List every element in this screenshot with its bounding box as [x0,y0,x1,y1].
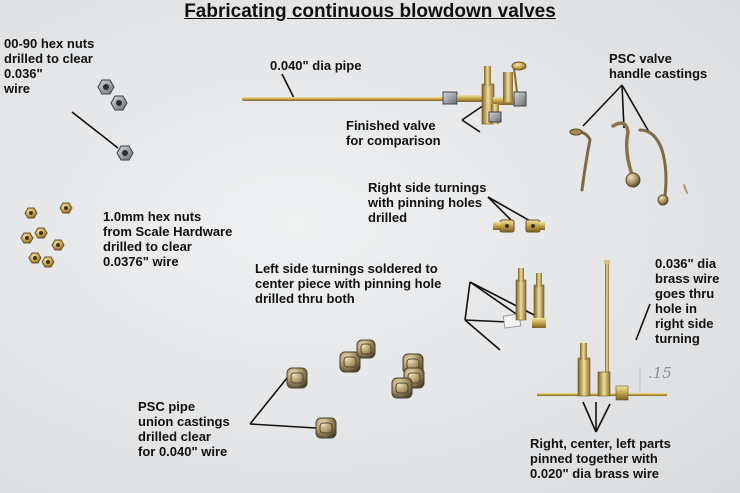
leader-lines [71,73,651,433]
label-line: Right side turnings [368,180,487,195]
label-line: 00-90 hex nuts [4,36,95,51]
label-line: center piece with pinning hole [255,276,442,291]
label-pipe: 0.040" dia pipe [270,58,361,73]
label-brass-wire: 0.036" dia brass wire goes thru hole in … [655,256,719,346]
label-line: handle castings [609,66,708,81]
label-line: 1.0mm hex nuts [103,209,202,224]
label-line: 0.0376" wire [103,254,179,269]
label-hex-nuts-0090: 00-90 hex nuts drilled to clear 0.036" w… [4,36,94,96]
label-line: Right, center, left parts [530,436,671,451]
label-line: 0.036" dia [655,256,717,271]
label-line: PSC pipe [138,399,196,414]
label-line: drilled to clear [4,51,93,66]
label-line: pinned together with [530,451,658,466]
label-line: drilled thru both [255,291,355,306]
label-psc-handle: PSC valve handle castings [609,51,707,81]
label-finished-valve: Finished valve for comparison [346,118,441,148]
left-side-turnings [502,268,546,329]
label-line: goes thru [655,286,715,301]
label-pipe-union: PSC pipe union castings drilled clear fo… [138,399,230,459]
label-line: right side [655,316,714,331]
label-line: Finished valve [346,118,436,133]
label-pinned-parts: Right, center, left parts pinned togethe… [530,436,671,481]
label-right-turnings: Right side turnings with pinning holes d… [368,180,486,225]
label-line: 0.036" [4,66,43,81]
label-line: union castings [138,414,230,429]
label-line: PSC valve [609,51,672,66]
handwritten-note: .15 [648,364,672,382]
label-line: for 0.040" wire [138,444,228,459]
label-line: 0.020" dia brass wire [530,466,660,481]
label-line: Left side turnings soldered to [255,261,438,276]
label-line: with pinning holes [368,195,483,210]
label-left-turnings: Left side turnings soldered to center pi… [255,261,441,306]
page-title: Fabricating continuous blowdown valves [184,1,556,22]
finished-valve [242,61,527,125]
label-line: drilled [368,210,408,225]
hex-nuts-0090 [97,79,134,161]
label-line: turning [655,331,700,346]
right-side-turnings [493,219,545,233]
label-line: drilled to clear [103,239,192,254]
brass-wire [604,260,610,392]
valve-handle-castings [569,121,688,206]
label-line: for comparison [346,133,441,148]
label-hex-nuts-1mm: 1.0mm hex nuts from Scale Hardware drill… [103,209,232,269]
label-line: brass wire [655,271,720,286]
pipe-union-castings [286,339,425,439]
label-line: hole in [655,301,697,316]
label-line: from Scale Hardware [103,224,233,239]
label-line: wire [4,81,31,96]
hex-nuts-1mm [20,202,73,268]
pinned-assembly [537,343,667,401]
label-line: drilled clear [138,429,211,444]
label-line: 0.040" dia pipe [270,58,362,73]
